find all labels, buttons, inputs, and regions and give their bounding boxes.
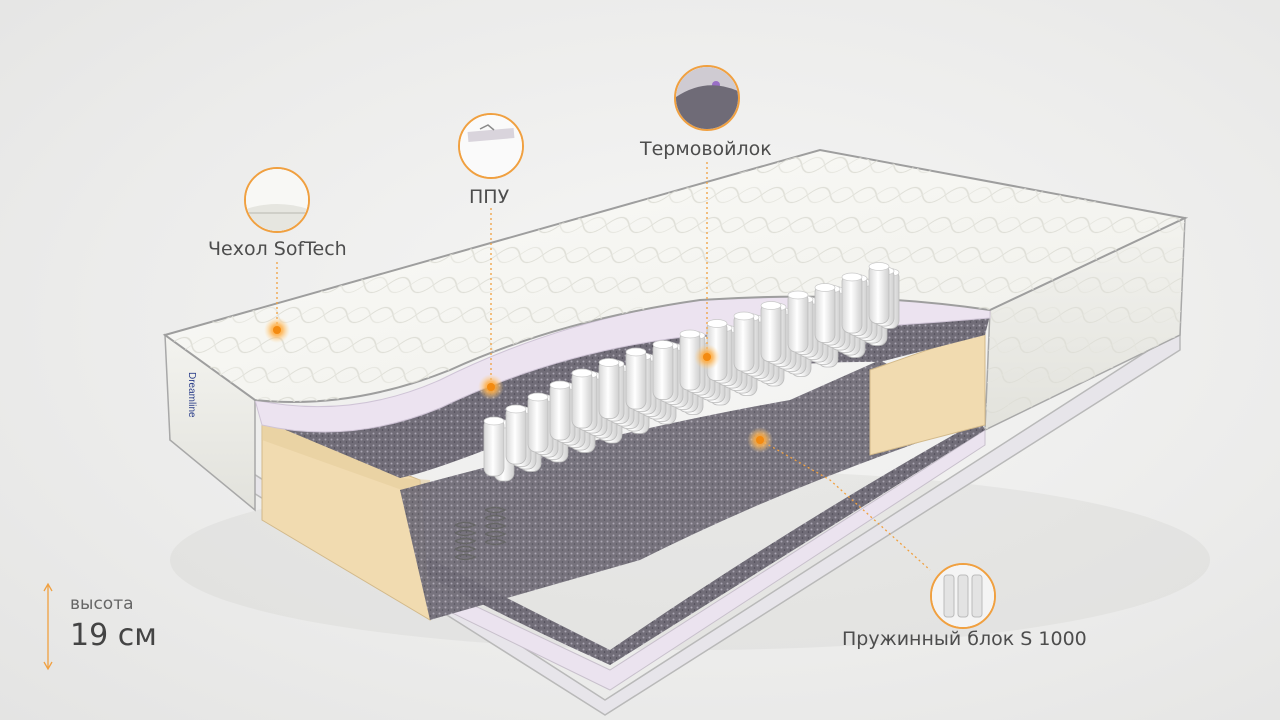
pocket-spring	[652, 341, 674, 400]
pocket-spring-top	[571, 368, 593, 378]
exposed-coils	[454, 506, 507, 561]
pocket-spring-top	[706, 319, 728, 328]
pocket-spring-top	[733, 311, 755, 321]
pocket-spring-top	[868, 262, 890, 271]
pocket-spring-top	[483, 416, 505, 426]
height-caption: высота	[70, 594, 134, 614]
pocket-spring	[505, 405, 527, 465]
felt-thumbnail	[674, 65, 740, 131]
leader-springs	[759, 439, 931, 571]
pocket-spring-top	[625, 347, 647, 357]
pocket-spring	[483, 417, 505, 477]
pocket-spring	[571, 369, 593, 429]
pocket-spring-top	[527, 392, 549, 402]
pocket-springs	[483, 262, 900, 482]
ppu-thumbnail	[458, 113, 524, 179]
springs-thumbnail	[930, 563, 996, 629]
label-ppu: ППУ	[469, 186, 510, 208]
pocket-spring-top	[679, 329, 701, 339]
pocket-spring	[598, 359, 620, 419]
cover-thumbnail	[244, 167, 310, 233]
pocket-spring	[868, 263, 890, 324]
pocket-spring-top	[814, 283, 836, 292]
height-value: 19 см	[70, 618, 157, 653]
brand-logo: Dreamline	[186, 372, 197, 418]
pocket-spring	[787, 291, 809, 353]
label-cover: Чехол SofTech	[208, 238, 347, 260]
label-springs: Пружинный блок S 1000	[842, 628, 1087, 650]
pocket-spring	[760, 302, 782, 362]
pocket-spring	[625, 348, 647, 410]
pocket-spring	[733, 312, 755, 372]
pocket-spring-top	[760, 301, 782, 310]
pocket-spring-top	[652, 340, 674, 349]
label-felt: Термовойлок	[640, 138, 772, 160]
height-arrow-icon	[43, 582, 53, 671]
pocket-spring-top	[787, 290, 809, 300]
markers	[264, 317, 773, 453]
pocket-spring-top	[505, 404, 527, 414]
pocket-spring-top	[598, 358, 620, 367]
pocket-spring	[527, 393, 549, 453]
pocket-spring	[549, 381, 571, 441]
pocket-spring	[814, 284, 836, 343]
pocket-spring-top	[841, 272, 863, 282]
pocket-spring-top	[549, 380, 571, 390]
pocket-spring	[841, 273, 863, 334]
